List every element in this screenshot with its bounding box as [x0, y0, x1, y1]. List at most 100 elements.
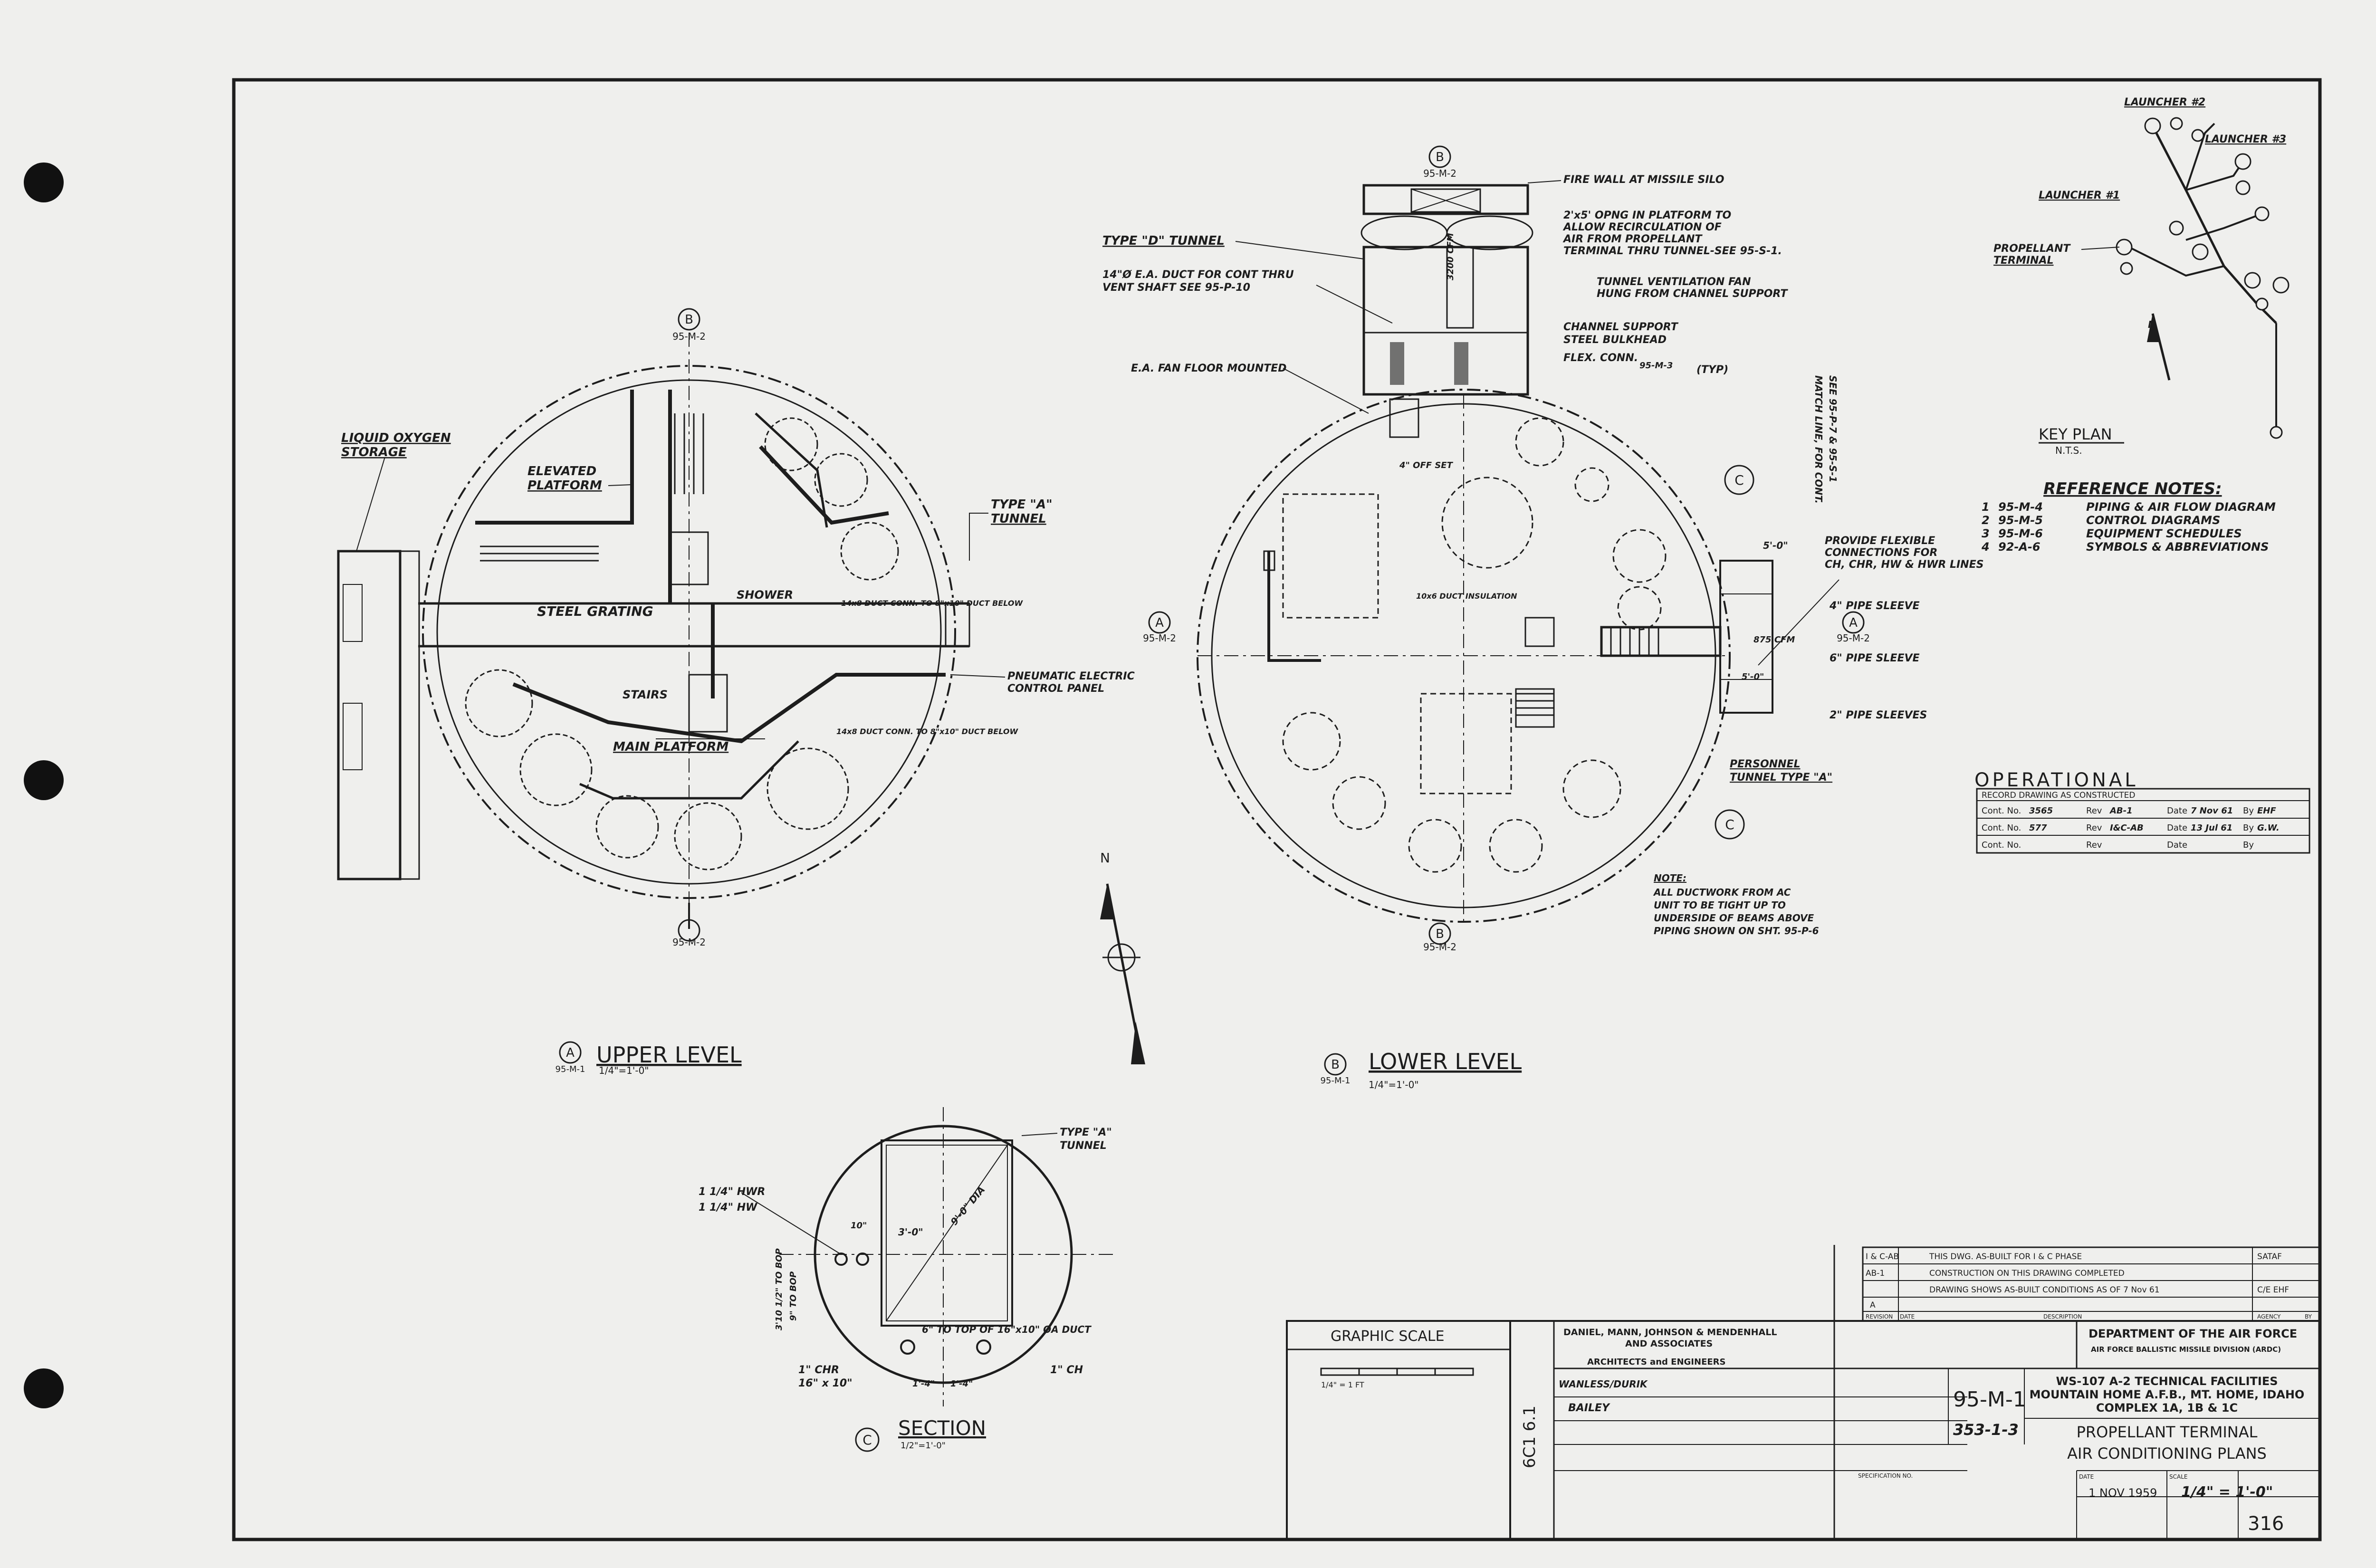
svg-text:FLEX. CONN.: FLEX. CONN. [1563, 352, 1638, 364]
svg-text:SPECIFICATION NO.: SPECIFICATION NO. [1858, 1472, 1913, 1479]
upper-section-marker-bottom: 95-M-2 [672, 919, 706, 948]
svg-text:6" PIPE SLEEVE: 6" PIPE SLEEVE [1830, 652, 1920, 664]
svg-text:TERMINAL THRU TUNNEL-SEE 95-S-: TERMINAL THRU TUNNEL-SEE 95-S-1. [1563, 245, 1782, 257]
svg-text:4" OFF SET: 4" OFF SET [1399, 460, 1454, 470]
svg-text:2: 2 [1982, 514, 1990, 527]
svg-text:3200 CFM: 3200 CFM [1446, 233, 1456, 280]
svg-text:AND ASSOCIATES: AND ASSOCIATES [1625, 1339, 1713, 1349]
section-c-drawing [779, 1107, 1117, 1406]
svg-text:BAILEY: BAILEY [1568, 1402, 1610, 1414]
svg-text:1: 1 [1982, 500, 1990, 514]
svg-text:BY: BY [2305, 1313, 2312, 1320]
svg-text:95-M-2: 95-M-2 [1423, 941, 1456, 953]
svg-text:Rev: Rev [2086, 806, 2102, 816]
key-plan [2116, 117, 2290, 439]
svg-text:PROPELLANT: PROPELLANT [1993, 243, 2071, 255]
label-lox-2: STORAGE [341, 445, 407, 459]
svg-text:N.T.S.: N.T.S. [2055, 445, 2082, 456]
svg-text:SYMBOLS & ABBREVIATIONS: SYMBOLS & ABBREVIATIONS [2086, 540, 2269, 554]
svg-text:95-M-2: 95-M-2 [672, 331, 706, 342]
svg-text:1" CH: 1" CH [1050, 1364, 1083, 1376]
svg-text:DANIEL, MANN, JOHNSON & MENDEN: DANIEL, MANN, JOHNSON & MENDENHALL [1563, 1327, 1777, 1338]
lower-section-marker-left: A 95-M-2 [1143, 611, 1176, 644]
upper-level-title: A 95-M-1 UPPER LEVEL 1/4"=1'-0" [556, 1041, 742, 1076]
svg-text:C: C [1734, 472, 1744, 488]
label-elevated: ELEVATED [527, 464, 596, 478]
svg-text:Rev: Rev [2086, 840, 2102, 850]
svg-text:MOUNTAIN HOME A.F.B., MT. HOME: MOUNTAIN HOME A.F.B., MT. HOME, IDAHO [2030, 1388, 2305, 1401]
svg-text:MATCH LINE, FOR CONT.: MATCH LINE, FOR CONT. [1813, 375, 1824, 504]
svg-text:B: B [1436, 927, 1444, 941]
lower-level-scale: 1/4"=1'-0" [1369, 1079, 1419, 1090]
svg-text:Date: Date [2167, 823, 2187, 833]
svg-text:B: B [1436, 150, 1444, 164]
svg-text:10": 10" [851, 1221, 867, 1231]
svg-text:577: 577 [2029, 823, 2047, 833]
lower-level-title: B 95-M-1 LOWER LEVEL 1/4"=1'-0" [1321, 1049, 1522, 1090]
svg-text:G.W.: G.W. [2257, 823, 2280, 833]
label-stairs: STAIRS [623, 688, 668, 701]
lower-marker-c-lower: C [1715, 809, 1745, 840]
upper-level-plan [337, 333, 970, 929]
svg-text:Rev: Rev [2086, 823, 2102, 833]
svg-text:Cont. No.: Cont. No. [1982, 806, 2021, 816]
svg-text:TUNNEL: TUNNEL [1060, 1140, 1107, 1152]
svg-text:B: B [685, 313, 693, 327]
label-duct-upper-2: 14x8 DUCT CONN. TO 8"x10" DUCT BELOW [836, 727, 1018, 736]
svg-text:DATE: DATE [2079, 1473, 2094, 1480]
svg-text:7 Nov 61: 7 Nov 61 [2191, 806, 2233, 816]
svg-text:By: By [2243, 806, 2254, 816]
svg-text:9" TO BOP: 9" TO BOP [788, 1272, 798, 1321]
svg-text:WS-107 A-2 TECHNICAL FACILITIE: WS-107 A-2 TECHNICAL FACILITIES [2056, 1375, 2278, 1388]
svg-text:HUNG FROM CHANNEL SUPPORT: HUNG FROM CHANNEL SUPPORT [1597, 288, 1788, 300]
svg-text:A: A [1155, 616, 1164, 630]
svg-text:CH, CHR, HW & HWR LINES: CH, CHR, HW & HWR LINES [1825, 559, 1983, 571]
svg-text:14"Ø E.A. DUCT FOR CONT THRU: 14"Ø E.A. DUCT FOR CONT THRU [1102, 269, 1294, 281]
svg-text:LAUNCHER #2: LAUNCHER #2 [2124, 96, 2205, 108]
section-c-labels: TYPE "A" TUNNEL 1 1/4" HWR 1 1/4" HW 3'-… [699, 1127, 1112, 1389]
svg-text:SATAF: SATAF [2257, 1252, 2282, 1262]
svg-text:I & C-AB: I & C-AB [1866, 1252, 1899, 1262]
section-scale: 1/2"=1'-0" [901, 1441, 946, 1451]
label-tunnel-a: TYPE "A" [991, 497, 1053, 512]
svg-text:DEPARTMENT OF THE AIR FORCE: DEPARTMENT OF THE AIR FORCE [2089, 1327, 2297, 1340]
svg-text:95-M-2: 95-M-2 [1423, 168, 1456, 179]
svg-text:2" PIPE SLEEVES: 2" PIPE SLEEVES [1830, 709, 1927, 721]
svg-text:SCALE: SCALE [2169, 1473, 2187, 1480]
drawing-title-2: AIR CONDITIONING PLANS [2067, 1444, 2267, 1463]
reference-notes: REFERENCE NOTES: 1 95-M-4 PIPING & AIR F… [1981, 479, 2276, 554]
label-pneumatic: PNEUMATIC ELECTRIC [1007, 670, 1135, 682]
svg-text:95-M-1: 95-M-1 [1321, 1076, 1351, 1086]
sheet-border [232, 78, 2322, 1541]
svg-text:1 1/4" HWR: 1 1/4" HWR [699, 1186, 765, 1198]
svg-text:COMPLEX 1A, 1B & 1C: COMPLEX 1A, 1B & 1C [2096, 1401, 2238, 1415]
operational-title: OPERATIONAL [1974, 769, 2138, 791]
drawing-number: 95-M-1 [1953, 1387, 2026, 1412]
svg-text:UNIT TO BE TIGHT UP TO: UNIT TO BE TIGHT UP TO [1654, 899, 1786, 911]
svg-text:ARCHITECTS and ENGINEERS: ARCHITECTS and ENGINEERS [1587, 1357, 1725, 1367]
svg-text:CONNECTIONS FOR: CONNECTIONS FOR [1825, 547, 1937, 559]
svg-text:DATE: DATE [1900, 1313, 1915, 1320]
svg-text:95-M-5: 95-M-5 [1998, 514, 2043, 527]
svg-text:UNDERSIDE OF BEAMS ABOVE: UNDERSIDE OF BEAMS ABOVE [1654, 912, 1814, 924]
svg-text:95-M-2: 95-M-2 [1837, 632, 1870, 644]
svg-text:13 Jul 61: 13 Jul 61 [2191, 823, 2232, 833]
svg-text:A: A [566, 1046, 575, 1060]
svg-text:A: A [1849, 616, 1858, 630]
svg-text:4: 4 [1981, 540, 1990, 554]
svg-text:PIPING SHOWN ON SHT. 95-P-6: PIPING SHOWN ON SHT. 95-P-6 [1654, 925, 1819, 937]
label-firewall: FIRE WALL AT MISSILE SILO [1563, 174, 1724, 186]
svg-text:DRAWING SHOWS AS-BUILT CONDITI: DRAWING SHOWS AS-BUILT CONDITIONS AS OF … [1929, 1285, 2160, 1295]
upper-level-title-text: UPPER LEVEL [596, 1042, 742, 1068]
svg-text:1'-4": 1'-4" [912, 1379, 935, 1389]
svg-text:EQUIPMENT SCHEDULES: EQUIPMENT SCHEDULES [2086, 527, 2242, 540]
svg-text:LAUNCHER #1: LAUNCHER #1 [2039, 190, 2120, 201]
svg-text:3565: 3565 [2029, 806, 2053, 816]
svg-text:A: A [1870, 1300, 1876, 1310]
key-plan-labels: LAUNCHER #2 LAUNCHER #3 LAUNCHER #1 PROP… [1993, 96, 2286, 456]
drawing-title-1: PROPELLANT TERMINAL [2077, 1423, 2258, 1441]
svg-text:ALLOW RECIRCULATION OF: ALLOW RECIRCULATION OF [1562, 221, 1722, 233]
svg-text:3'10 1/2" TO BOP: 3'10 1/2" TO BOP [774, 1248, 784, 1330]
svg-text:95-M-2: 95-M-2 [1143, 632, 1176, 644]
